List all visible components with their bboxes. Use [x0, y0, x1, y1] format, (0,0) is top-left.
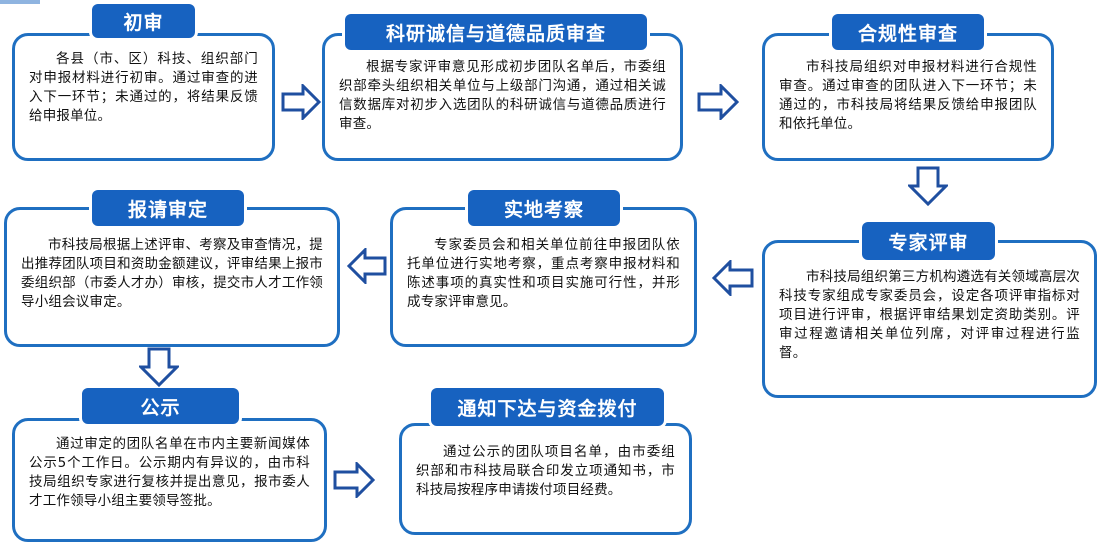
corner-accent — [0, 0, 40, 4]
step-title-approval-request: 报请审定 — [92, 190, 244, 226]
step-text-site-inspection: 专家委员会和相关单位前往申报团队依托单位进行实地考察，重点考察申报材料和陈述事项… — [407, 237, 680, 310]
arrow-right-icon — [333, 462, 376, 498]
step-box-public-notice: 通过审定的团队名单在市内主要新闻媒体公示5个工作日。公示期内有异议的，由市科技局… — [12, 418, 327, 542]
step-text-approval-request: 市科技局根据上述评审、考察及审查情况，提出推荐团队项目和资助金额建议，评审结果上… — [21, 237, 323, 310]
arrow-left-icon — [711, 260, 754, 296]
step-text-integrity-review: 根据专家评审意见形成初步团队名单后，市委组织部牵头组织相关单位与上级部门沟通，通… — [339, 59, 666, 132]
step-text-initial-review: 各县（市、区）科技、组织部门对申报材料进行初审。通过审查的进入下一环节；未通过的… — [29, 51, 258, 124]
step-box-integrity-review: 根据专家评审意见形成初步团队名单后，市委组织部牵头组织相关单位与上级部门沟通，通… — [322, 33, 683, 161]
arrow-down-icon — [908, 166, 948, 206]
step-title-expert-review: 专家评审 — [862, 222, 995, 260]
step-box-approval-request: 市科技局根据上述评审、考察及审查情况，提出推荐团队项目和资助金额建议，评审结果上… — [4, 207, 340, 347]
step-title-compliance-review: 合规性审查 — [832, 14, 984, 50]
step-title-notification-funding: 通知下达与资金拨付 — [431, 388, 664, 426]
step-box-site-inspection: 专家委员会和相关单位前往申报团队依托单位进行实地考察，重点考察申报材料和陈述事项… — [390, 207, 697, 347]
step-title-integrity-review: 科研诚信与道德品质审查 — [345, 14, 647, 50]
arrow-left-icon — [346, 248, 387, 284]
arrow-right-icon — [697, 84, 739, 120]
step-box-expert-review: 市科技局组织第三方机构遴选有关领域高层次科技专家组成专家委员会，设定各项评审指标… — [762, 240, 1097, 398]
step-box-notification-funding: 通过公示的团队项目名单，由市委组织部和市科技局联合印发立项通知书，市科技局按程序… — [399, 423, 692, 535]
step-box-initial-review: 各县（市、区）科技、组织部门对申报材料进行初审。通过审查的进入下一环节；未通过的… — [12, 33, 275, 161]
step-text-compliance-review: 市科技局组织对申报材料进行合规性审查。通过审查的团队进入下一环节；未通过的，市科… — [779, 59, 1037, 132]
step-title-site-inspection: 实地考察 — [468, 190, 620, 226]
step-text-public-notice: 通过审定的团队名单在市内主要新闻媒体公示5个工作日。公示期内有异议的，由市科技局… — [29, 436, 310, 509]
arrow-down-icon — [139, 347, 179, 387]
step-text-expert-review: 市科技局组织第三方机构遴选有关领域高层次科技专家组成专家委员会，设定各项评审指标… — [779, 269, 1080, 361]
step-text-notification-funding: 通过公示的团队项目名单，由市委组织部和市科技局联合印发立项通知书，市科技局按程序… — [416, 444, 675, 498]
step-title-public-notice: 公示 — [82, 388, 239, 424]
step-title-initial-review: 初审 — [92, 4, 195, 38]
step-box-compliance-review: 市科技局组织对申报材料进行合规性审查。通过审查的团队进入下一环节；未通过的，市科… — [762, 33, 1054, 161]
arrow-right-icon — [281, 84, 321, 120]
